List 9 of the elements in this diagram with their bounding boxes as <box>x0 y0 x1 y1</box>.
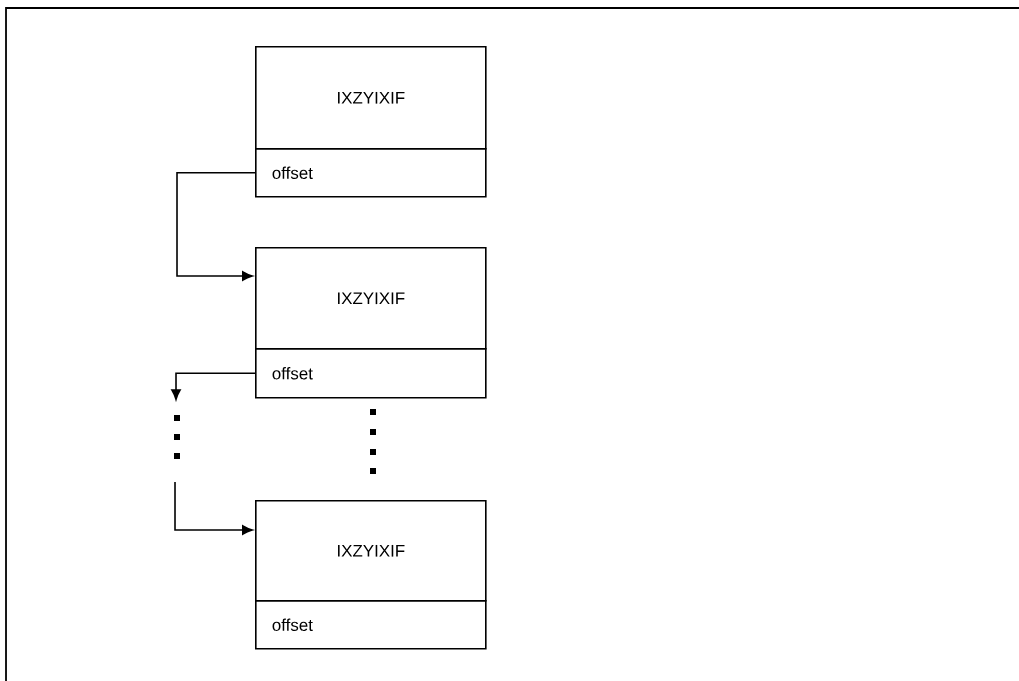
offset-field: offset <box>255 348 487 399</box>
arrow <box>174 481 253 535</box>
record-header: IXZYIXIF <box>255 247 487 350</box>
offset-field: offset <box>255 148 487 198</box>
offset-field: offset <box>255 600 487 650</box>
arrow <box>176 172 256 281</box>
record-header: IXZYIXIF <box>255 46 487 150</box>
arrow <box>171 372 256 401</box>
record-header: IXZYIXIF <box>255 499 487 602</box>
